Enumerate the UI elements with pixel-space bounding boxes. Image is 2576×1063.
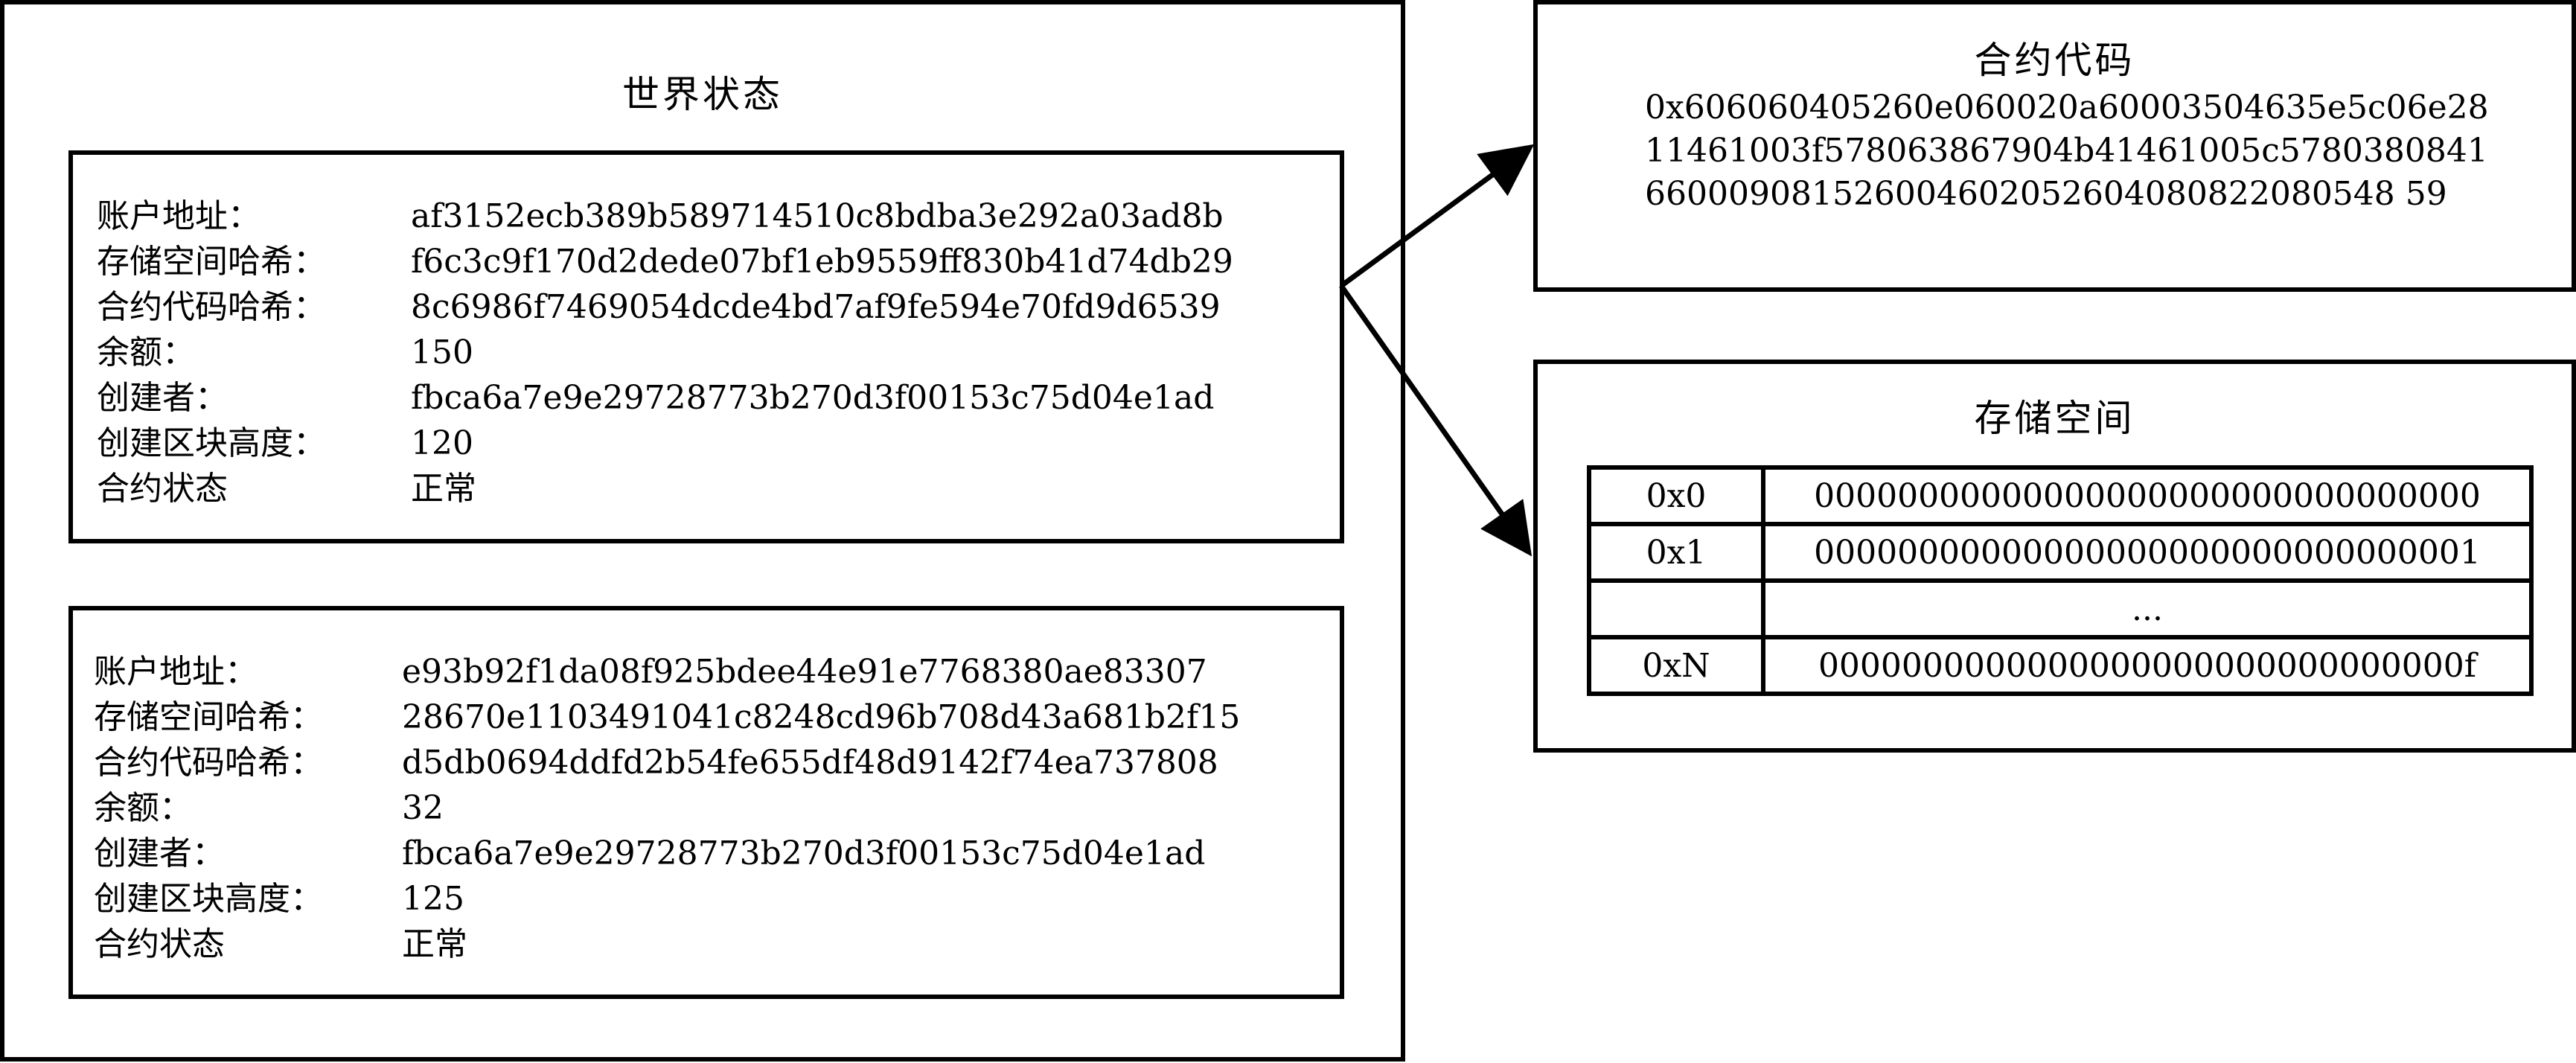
- field-value: e93b92f1da08f925bdee44e91e7768380ae83307: [402, 653, 1207, 691]
- table-row: ...: [1587, 578, 2534, 639]
- contract-code-text: 0x606060405260e060020a60003504635e5c06e2…: [1645, 89, 2489, 213]
- contract-code-title: 合约代码: [1974, 39, 2135, 82]
- field-label: 合约代码哈希：: [94, 744, 323, 782]
- field-label: 余额：: [94, 789, 192, 827]
- storage-key: 0x1: [1587, 522, 1765, 583]
- account-box-1: 账户地址： af3152ecb389b589714510c8bdba3e292a…: [68, 150, 1344, 543]
- table-row: 0xN 0000000000000000000000000000000f: [1587, 635, 2534, 696]
- field-label: 合约状态: [97, 470, 228, 508]
- table-row: 0x0 00000000000000000000000000000000: [1587, 465, 2534, 526]
- storage-key: 0x0: [1587, 465, 1765, 526]
- world-state-box: 世界状态 账户地址： af3152ecb389b589714510c8bdba3…: [0, 0, 1405, 1062]
- field-value: 150: [411, 333, 473, 371]
- field-value: af3152ecb389b589714510c8bdba3e292a03ad8b: [411, 197, 1224, 235]
- storage-value: 0000000000000000000000000000000f: [1761, 635, 2534, 696]
- world-state-title: 世界状态: [622, 73, 783, 116]
- field-value: d5db0694ddfd2b54fe655df48d9142f74ea73780…: [402, 744, 1218, 782]
- field-value: 正常: [402, 925, 467, 963]
- field-label: 创建者：: [97, 379, 228, 417]
- field-value: f6c3c9f170d2dede07bf1eb9559ff830b41d74db…: [411, 243, 1233, 281]
- contract-code-box: 合约代码 0x606060405260e060020a60003504635e5…: [1533, 0, 2576, 292]
- field-value: fbca6a7e9e29728773b270d3f00153c75d04e1ad: [402, 834, 1206, 872]
- storage-title: 存储空间: [1974, 397, 2135, 440]
- field-label: 创建区块高度：: [94, 880, 323, 918]
- field-label: 创建者：: [94, 834, 225, 872]
- storage-box: 存储空间 0x0 0000000000000000000000000000000…: [1533, 360, 2576, 753]
- field-label: 创建区块高度：: [97, 424, 326, 462]
- field-label: 合约代码哈希：: [97, 288, 326, 326]
- field-label: 存储空间哈希：: [94, 698, 323, 736]
- account-box-2: 账户地址： e93b92f1da08f925bdee44e91e7768380a…: [68, 606, 1344, 999]
- field-label: 存储空间哈希：: [97, 243, 326, 281]
- field-value: 120: [411, 424, 473, 462]
- field-label: 合约状态: [94, 925, 225, 963]
- field-label: 余额：: [97, 333, 195, 371]
- storage-key: [1587, 578, 1765, 639]
- field-value: fbca6a7e9e29728773b270d3f00153c75d04e1ad: [411, 379, 1215, 417]
- field-value: 28670e1103491041c8248cd96b708d43a681b2f1…: [402, 698, 1241, 736]
- storage-key: 0xN: [1587, 635, 1765, 696]
- storage-value: 00000000000000000000000000000000: [1761, 465, 2534, 526]
- field-value: 8c6986f7469054dcde4bd7af9fe594e70fd9d653…: [411, 288, 1221, 326]
- field-value: 32: [402, 789, 444, 827]
- storage-value: 00000000000000000000000000000001: [1761, 522, 2534, 583]
- storage-table: 0x0 00000000000000000000000000000000 0x1…: [1587, 465, 2534, 696]
- table-row: 0x1 00000000000000000000000000000001: [1587, 522, 2534, 583]
- storage-value: ...: [1761, 578, 2534, 639]
- field-value: 125: [402, 880, 464, 918]
- field-value: 正常: [411, 470, 476, 508]
- field-label: 账户地址：: [97, 197, 261, 235]
- field-label: 账户地址：: [94, 653, 258, 691]
